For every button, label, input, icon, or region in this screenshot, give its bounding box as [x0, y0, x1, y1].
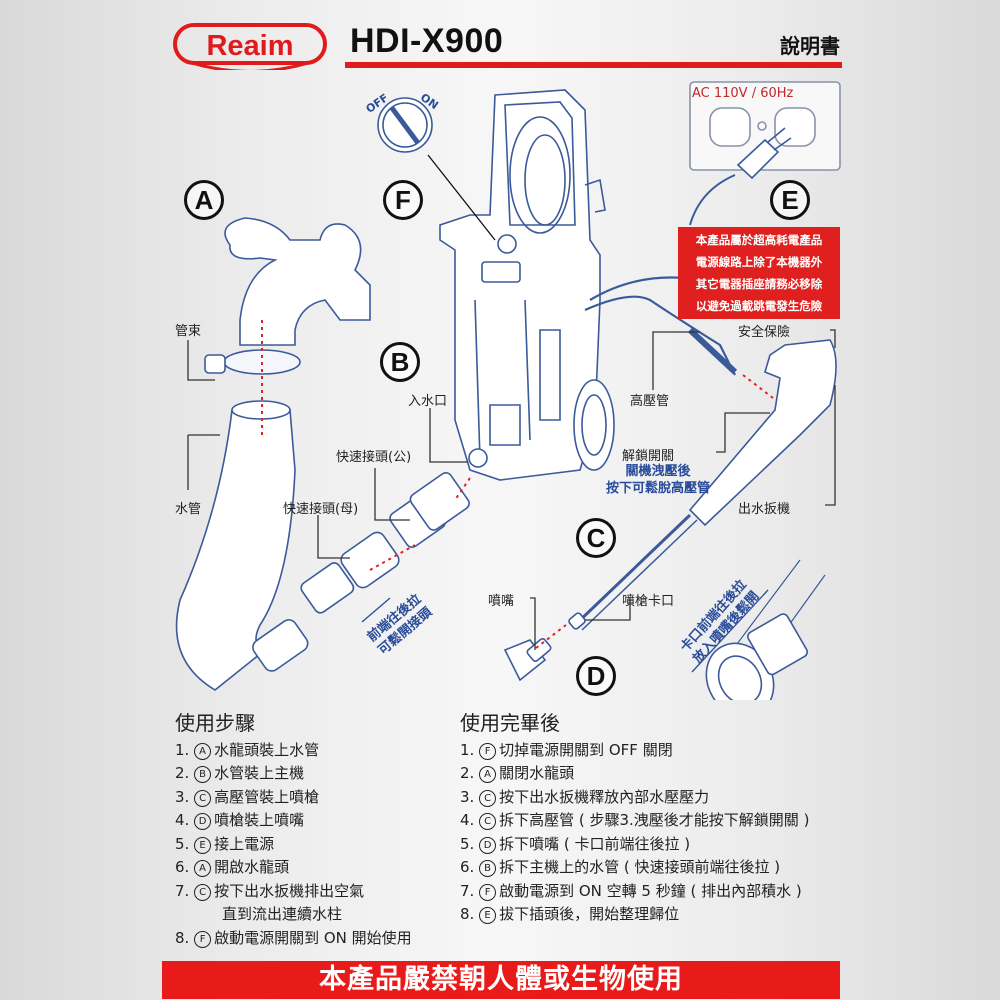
- label-safety-lock: 安全保險: [738, 325, 791, 340]
- label-hose-clamp: 管束: [175, 324, 202, 339]
- marker-e: E: [770, 180, 810, 220]
- label-nozzle: 噴嘴: [488, 594, 515, 609]
- label-gun-clip: 噴槍卡口: [622, 594, 675, 609]
- marker-c: C: [576, 518, 616, 558]
- label-water-hose: 水管: [175, 502, 202, 517]
- label-unlock-switch: 解鎖開關: [622, 449, 675, 464]
- marker-f: F: [383, 180, 423, 220]
- marker-a: A: [184, 180, 224, 220]
- pressure-washer-diagram: [175, 81, 841, 700]
- label-inlet: 入水口: [408, 394, 448, 409]
- label-quick-male: 快速接頭(公): [336, 450, 412, 465]
- warning-line: 電源線路上除了本機器外: [695, 255, 823, 269]
- label-high-pressure-hose: 高壓管: [630, 394, 670, 409]
- marker-b: B: [380, 342, 420, 382]
- header-divider: [345, 62, 842, 68]
- after-use-title: 使用完畢後: [460, 711, 560, 735]
- warning-line: 其它電器插座請務必移除: [695, 277, 823, 291]
- marker-d: D: [576, 656, 616, 696]
- warning-line: 以避免過載跳電發生危險: [695, 299, 823, 313]
- model-name: HDI-X900: [350, 22, 504, 60]
- label-quick-female: 快速接頭(母): [283, 502, 359, 517]
- unlock-note: 關機洩壓後 按下可鬆脫高壓管: [605, 464, 710, 496]
- svg-text:Reaim: Reaim: [206, 30, 293, 62]
- step-item-continued: 直到流出連續水柱: [222, 905, 343, 923]
- power-warning-box: 本產品屬於超高耗電產品 電源線路上除了本機器外 其它電器插座請務必移除 以避免過…: [678, 227, 840, 319]
- document-title: 說明書: [780, 34, 840, 58]
- warning-line: 本產品屬於超高耗電產品: [695, 233, 823, 247]
- safety-warning-banner: 本產品嚴禁朝人體或生物使用: [162, 961, 840, 999]
- brand-logo: Reaim: [173, 23, 327, 70]
- usage-steps-title: 使用步驟: [175, 711, 255, 735]
- power-spec: AC 110V / 60Hz: [692, 86, 794, 101]
- label-trigger: 出水扳機: [738, 502, 791, 517]
